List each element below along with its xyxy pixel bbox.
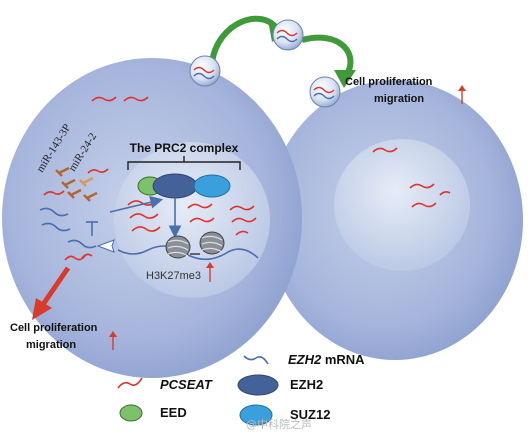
prc2-suz12: [193, 174, 231, 198]
cytoplasm-pcseat-transcripts: [43, 96, 149, 261]
left-proliferation-arrow: [32, 266, 71, 320]
prc2-title: The PRC2 complex: [130, 141, 239, 155]
watermark: @中科院之声: [246, 417, 312, 431]
legend-suz12-swatch: [239, 404, 273, 426]
mirna-structures: [55, 166, 98, 202]
pcseat-export-arrow: [96, 239, 115, 253]
prc2-ezh2: [152, 173, 198, 199]
mrna-translation-arrow: [109, 196, 164, 213]
exosome-1: [189, 55, 221, 87]
green-arrow-1: [209, 15, 281, 63]
nucleus-pcseat-transcripts: [127, 200, 257, 236]
exosome-3: [309, 76, 341, 108]
prc2-complex: [127, 156, 241, 199]
right-nucleus: [334, 139, 470, 271]
legend-eed-swatch: [119, 404, 143, 422]
legend-ezh2-mrna-swatch: [243, 355, 269, 365]
left-label-line1: Cell proliferation: [10, 322, 98, 334]
legend-ezh2-label: EZH2: [290, 377, 323, 392]
legend-ezh2-mrna-label: EZH2 mRNA: [288, 352, 365, 367]
exosome-transfer: [189, 15, 356, 108]
legend: EZH2 mRNA PCSEAT EZH2 EED SUZ12: [117, 352, 365, 426]
histones: [165, 231, 225, 259]
right-label-line2: migration: [374, 93, 424, 105]
cytoplasm-ezh2-mrna: [39, 207, 97, 249]
mirna-inhibition: [86, 221, 98, 236]
right-cell: [267, 80, 523, 360]
green-arrow-2: [301, 34, 354, 78]
dna-strand: [117, 245, 259, 261]
legend-suz12-label: SUZ12: [290, 407, 330, 422]
right-label-line1: Cell proliferation: [345, 76, 433, 88]
right-cell-pcseat-transcripts: [372, 147, 451, 208]
legend-pcseat-swatch: [117, 377, 143, 389]
left-label-line2: migration: [26, 339, 76, 351]
legend-ezh2-swatch: [237, 374, 279, 396]
legend-pcseat-label: PCSEAT: [160, 377, 213, 392]
exosome-2: [272, 19, 304, 51]
histone-mark-label: H3K27me3: [146, 270, 201, 282]
legend-eed-label: EED: [160, 405, 187, 420]
